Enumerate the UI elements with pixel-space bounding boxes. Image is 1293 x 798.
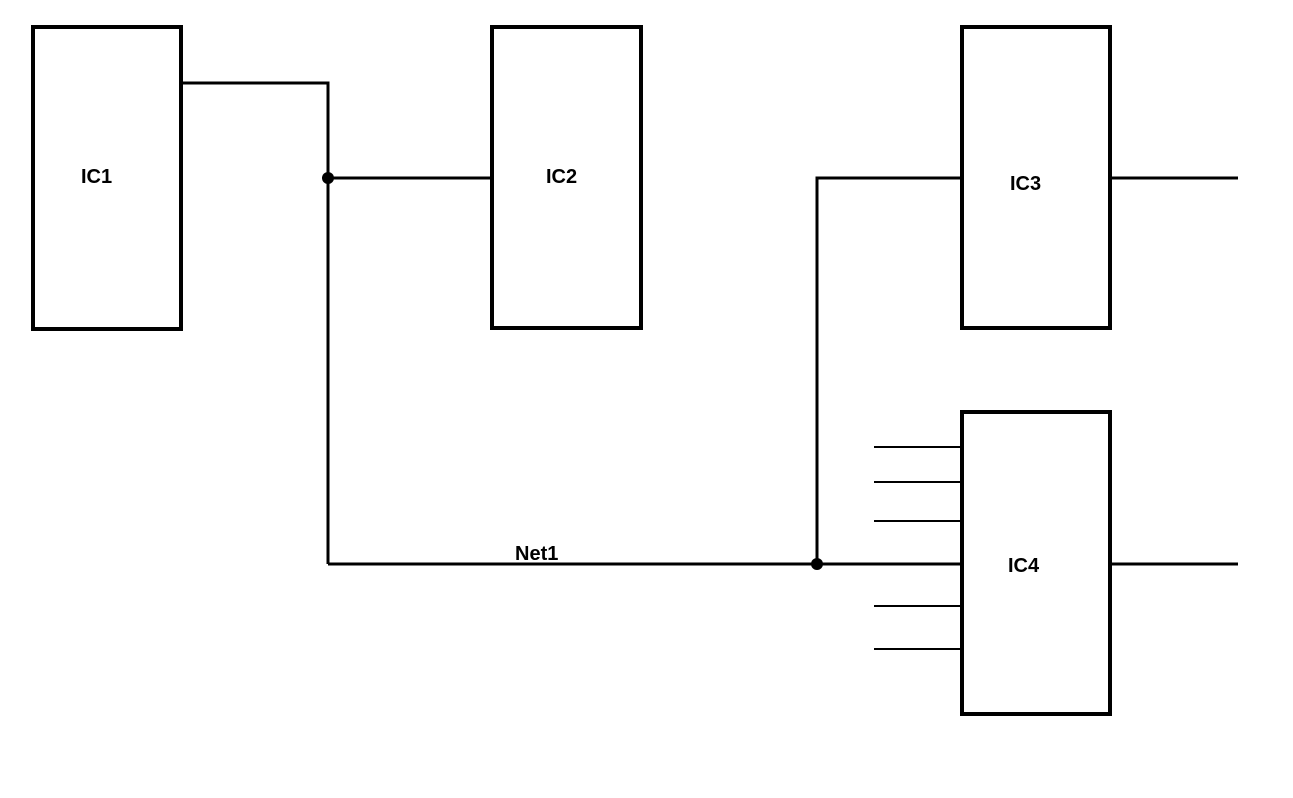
ic1-label: IC1 (81, 166, 112, 188)
ic2-box[interactable] (490, 25, 643, 330)
ic1-box[interactable] (31, 25, 183, 331)
ic4-component[interactable]: IC4 (960, 410, 1112, 716)
ic3-label: IC3 (1010, 173, 1041, 195)
wire-ic1-out (181, 81, 330, 564)
ic4-label: IC4 (1008, 555, 1040, 577)
ic4-pins (874, 446, 962, 650)
net1-label: Net1 (515, 543, 558, 565)
junction-dot-net1 (811, 558, 823, 570)
wire-to-ic3 (815, 176, 962, 564)
ic2-component[interactable]: IC2 (490, 25, 643, 330)
ic3-box[interactable] (960, 25, 1112, 330)
wires (181, 81, 1238, 566)
ic2-label: IC2 (546, 166, 577, 188)
junction-dot-ic1-ic2 (322, 172, 334, 184)
ic1-component[interactable]: IC1 (31, 25, 183, 331)
ic4-box[interactable] (960, 410, 1112, 716)
ic3-component[interactable]: IC3 (960, 25, 1112, 330)
